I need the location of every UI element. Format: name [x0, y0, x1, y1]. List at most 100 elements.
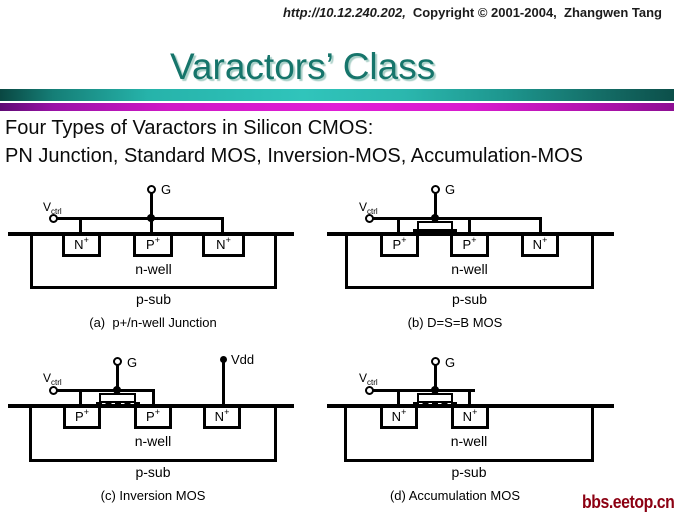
vctrl-base: V — [43, 200, 52, 214]
diagram-caption: (d) Accumulation MOS — [389, 488, 521, 503]
gate-stem-line — [150, 192, 153, 234]
gate-terminal-ring — [431, 357, 440, 366]
region-label-sup: + — [154, 407, 160, 417]
wire-drop-center — [468, 217, 471, 234]
region-label: N — [532, 237, 543, 252]
region-label: P — [392, 237, 402, 252]
region-label-sup: + — [225, 235, 231, 245]
vctrl-sub: ctrl — [367, 378, 378, 387]
header-credit: http://10.12.240.202, Copyright © 2001-20… — [0, 5, 662, 20]
region-label-sup: + — [224, 407, 230, 417]
region-label-sup: + — [401, 407, 407, 417]
surface-line — [8, 404, 294, 408]
region-label-sup: + — [83, 235, 89, 245]
junction-dot — [431, 386, 439, 394]
intro-text: Four Types of Varactors in Silicon CMOS:… — [5, 114, 583, 170]
gate-label: G — [445, 355, 456, 370]
wire-drop-right — [152, 389, 155, 405]
doped-region-p-center: P+ — [133, 232, 173, 257]
psub-label: p-sub — [451, 464, 487, 480]
vctrl-label: Vctrl — [359, 200, 378, 216]
vctrl-wire — [56, 217, 224, 220]
surface-line — [8, 232, 294, 236]
header-url-text: http://10.12.240.202, — [282, 5, 406, 20]
gate-terminal-ring — [431, 185, 440, 194]
gate-label: G — [445, 182, 456, 197]
page-title: Varactors’ Class — [170, 46, 436, 87]
psub-label: p-sub — [135, 291, 172, 307]
wire-drop-left — [397, 389, 400, 405]
surface-line — [327, 404, 614, 408]
gate-terminal-ring — [147, 185, 156, 194]
vctrl-base: V — [359, 200, 368, 214]
region-label: N — [462, 409, 473, 424]
psub-label: p-sub — [135, 464, 171, 480]
vctrl-sub: ctrl — [51, 207, 62, 216]
gate-label: G — [127, 355, 138, 370]
nwell-label: n-well — [451, 261, 488, 277]
wire-drop-right — [468, 389, 471, 405]
region-label: P — [146, 237, 155, 252]
region-label: N — [214, 409, 225, 424]
gate-stem-line — [116, 364, 119, 393]
psub-label: p-sub — [451, 291, 488, 307]
vctrl-terminal-ring — [49, 386, 58, 395]
gate-stem-line — [434, 364, 437, 393]
region-label: N — [391, 409, 402, 424]
doped-region-n-right: N+ — [521, 232, 559, 257]
wire-drop-right — [221, 217, 224, 234]
vctrl-wire — [372, 217, 542, 220]
diagram-caption: (b) D=S=B MOS — [407, 315, 503, 330]
vctrl-terminal-ring — [49, 214, 58, 223]
region-label: N — [74, 237, 84, 252]
gate-label: G — [161, 182, 172, 197]
region-label: N — [216, 237, 226, 252]
diagram-caption: (a) p+/n-well Junction — [89, 315, 217, 330]
vctrl-terminal-ring — [365, 386, 374, 395]
doped-region-p-left: P+ — [63, 404, 101, 429]
vctrl-base: V — [359, 371, 368, 385]
diagram-caption: (c) Inversion MOS — [100, 488, 206, 503]
region-label-sup: + — [401, 235, 407, 245]
gate-stem-line — [434, 192, 437, 222]
header-copyright-text: Copyright © 2001-2004, Zhangwen Tang — [412, 5, 662, 20]
vctrl-wire — [56, 389, 155, 392]
gate-dashed-channel-line — [96, 402, 140, 404]
region-label-sup: + — [154, 235, 160, 245]
nwell-label: n-well — [134, 433, 172, 449]
vdd-terminal-dot — [220, 356, 227, 363]
gate-terminal-ring — [113, 357, 122, 366]
region-label-sup: + — [472, 407, 478, 417]
region-label-sup: + — [542, 235, 548, 245]
wire-drop-left — [79, 217, 82, 234]
intro-line-2: PN Junction, Standard MOS, Inversion-MOS… — [5, 145, 583, 167]
region-label-sup: + — [83, 407, 89, 417]
watermark-bbs-eetop: bbs.eetop.cn — [582, 492, 674, 512]
vctrl-label: Vctrl — [43, 200, 62, 216]
vctrl-sub: ctrl — [367, 207, 378, 216]
gate-dashed-channel-line — [413, 402, 457, 404]
region-label-sup: + — [471, 235, 477, 245]
junction-dot — [147, 214, 155, 222]
junction-dot — [113, 386, 121, 394]
region-label: P — [146, 409, 155, 424]
divider-bar-teal — [0, 89, 674, 101]
vctrl-label: Vctrl — [359, 371, 378, 387]
vctrl-base: V — [43, 371, 52, 385]
divider-bar-magenta — [0, 103, 674, 111]
wire-drop-left — [397, 217, 400, 234]
region-label: P — [462, 237, 472, 252]
junction-dot — [431, 214, 439, 222]
vctrl-terminal-ring — [365, 214, 374, 223]
intro-line-1: Four Types of Varactors in Silicon CMOS: — [5, 117, 374, 139]
vdd-label: Vdd — [231, 352, 255, 367]
wire-drop-right — [539, 217, 542, 234]
surface-line — [327, 232, 614, 236]
vctrl-wire — [372, 389, 475, 392]
vctrl-sub: ctrl — [51, 378, 62, 387]
